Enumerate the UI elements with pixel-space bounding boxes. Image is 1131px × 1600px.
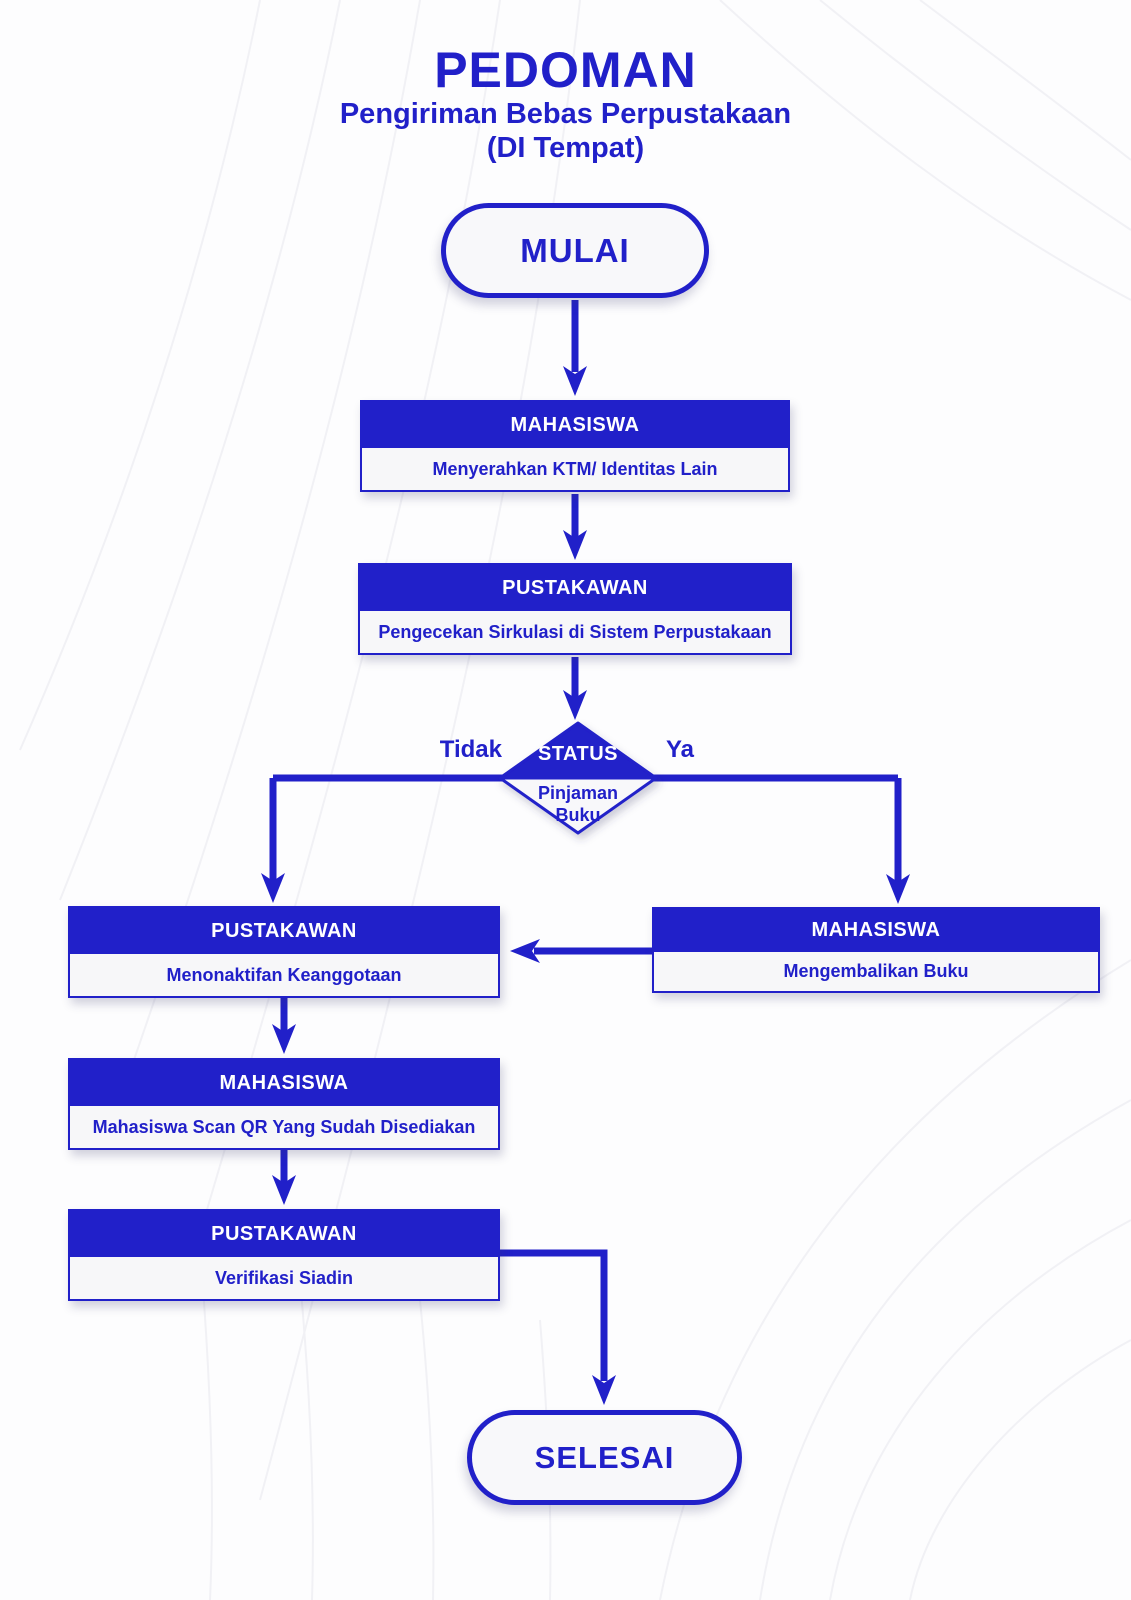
arrowhead-branch-no — [261, 873, 285, 903]
decision-label-pinjaman-buku: Pinjaman Buku — [537, 783, 619, 825]
start-node-label: MULAI — [520, 231, 630, 269]
process-box-3: PUSTAKAWAN Menonaktifan Keanggotaan — [68, 906, 500, 998]
end-node: SELESAI — [467, 1410, 742, 1505]
arrowhead-branch-yes — [886, 874, 910, 904]
process-box-2: PUSTAKAWAN Pengecekan Sirkulasi di Siste… — [358, 563, 792, 655]
process-box-4-header: MAHASISWA — [654, 909, 1098, 952]
end-node-label: SELESAI — [534, 1439, 675, 1475]
arrowhead-box1-to-box2 — [563, 530, 587, 560]
title-sub2: (DI Tempat) — [486, 132, 645, 165]
page-title: PEDOMAN Pengiriman Bebas Perpustakaan (D… — [0, 44, 1131, 166]
arrowhead-box3-to-box5 — [272, 1024, 296, 1054]
process-box-5: MAHASISWA Mahasiswa Scan QR Yang Sudah D… — [68, 1058, 500, 1150]
branch-label-tidak: Tidak — [439, 736, 502, 763]
title-sub1: Pengiriman Bebas Perpustakaan — [339, 97, 792, 130]
branch-label-ya: Ya — [666, 736, 695, 763]
title-main: PEDOMAN — [434, 42, 697, 98]
arrowhead-box2-to-decision — [563, 690, 587, 720]
process-box-5-header: MAHASISWA — [70, 1060, 498, 1106]
process-box-6-header: PUSTAKAWAN — [70, 1211, 498, 1257]
process-box-1: MAHASISWA Menyerahkan KTM/ Identitas Lai… — [360, 400, 790, 492]
process-box-5-body: Mahasiswa Scan QR Yang Sudah Disediakan — [92, 1116, 476, 1137]
connector-to-end — [500, 1249, 608, 1381]
process-box-3-body: Menonaktifan Keanggotaan — [166, 964, 402, 985]
process-box-4: MAHASISWA Mengembalikan Buku — [652, 907, 1100, 993]
process-box-1-body: Menyerahkan KTM/ Identitas Lain — [432, 458, 718, 479]
process-box-1-header: MAHASISWA — [362, 402, 788, 448]
process-box-6-body: Verifikasi Siadin — [214, 1267, 354, 1288]
arrowhead-return — [510, 939, 540, 963]
process-box-2-header: PUSTAKAWAN — [360, 565, 790, 611]
process-box-3-header: PUSTAKAWAN — [70, 908, 498, 954]
arrowhead-box5-to-box6 — [272, 1175, 296, 1205]
process-box-4-body: Mengembalikan Buku — [783, 961, 969, 981]
process-box-6: PUSTAKAWAN Verifikasi Siadin — [68, 1209, 500, 1301]
process-box-2-body: Pengecekan Sirkulasi di Sistem Perpustak… — [378, 621, 772, 642]
arrowhead-to-end — [592, 1375, 616, 1405]
arrowhead-start-to-box1 — [563, 366, 587, 396]
decision-label-status: STATUS — [537, 743, 619, 765]
start-node: MULAI — [441, 203, 709, 298]
